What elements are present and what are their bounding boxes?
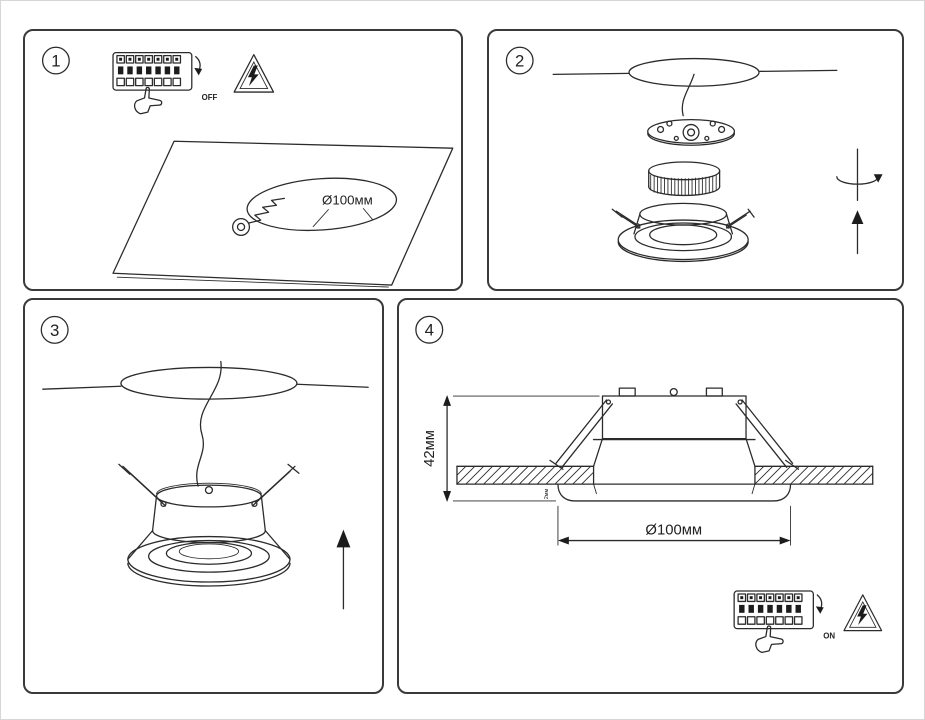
- spring-clip-right: [725, 208, 755, 229]
- supply-wire: [681, 73, 695, 117]
- circuit-breaker-off: OFF: [112, 52, 218, 115]
- toggle-arrow-icon: [194, 55, 203, 76]
- pointing-hand-icon: [133, 86, 163, 115]
- switch-state-label: ON: [823, 632, 835, 641]
- step-1-drawing: 1: [41, 46, 454, 288]
- toggle-arrow-icon: [815, 594, 824, 614]
- downlight-fixture: [118, 463, 300, 587]
- step-3-drawing: 3: [40, 315, 369, 610]
- ceiling-hole: [42, 366, 369, 400]
- cutout-hole: [246, 177, 398, 232]
- spring-clip-left: [549, 399, 614, 470]
- trim-ring: [127, 535, 291, 583]
- step-number: 2: [515, 51, 524, 70]
- trim-ring-assembly: [611, 202, 755, 263]
- breaker-terminals-bottom: [737, 616, 803, 625]
- breaker-terminals-bottom: [116, 77, 182, 87]
- electric-hazard-icon: [843, 594, 883, 632]
- rotate-arrow-icon: [836, 148, 883, 202]
- ceiling-tile: Ø100мм: [112, 140, 454, 288]
- step-number-badge: 4: [415, 315, 444, 344]
- hole-diameter-label: Ø100мм: [322, 192, 373, 207]
- spring-clip-right: [735, 399, 800, 470]
- step-number: 3: [50, 321, 59, 340]
- step-4-panel: 4: [397, 298, 904, 694]
- step-1-panel: 1: [23, 29, 463, 291]
- supply-wire: [196, 360, 222, 487]
- ceiling-hole: [552, 57, 838, 87]
- step-2-drawing: 2: [505, 46, 883, 263]
- circuit-breaker-on: ON: [733, 590, 835, 654]
- fixture-cross-section: [456, 387, 874, 502]
- switch-state-label: OFF: [202, 93, 218, 102]
- knurled-ring: [648, 161, 721, 197]
- step-number-badge: 1: [41, 46, 70, 75]
- ceiling-section-right: [754, 465, 874, 485]
- electric-hazard-icon: [233, 53, 275, 93]
- up-arrow-icon: [851, 210, 864, 255]
- driver-housing: [601, 395, 747, 440]
- step-number: 4: [425, 321, 434, 340]
- diameter-dimension: Ø100мм: [557, 505, 792, 546]
- breaker-terminals-top: [737, 593, 803, 603]
- breaker-terminals-top: [116, 54, 182, 64]
- step-number-badge: 3: [40, 315, 69, 344]
- height-dimension: 42мм: [422, 395, 600, 502]
- breaker-switch-row: [117, 66, 180, 75]
- trim-ring: [557, 483, 792, 502]
- pointing-hand-icon: [755, 625, 784, 654]
- step-2-panel: 2: [487, 29, 904, 291]
- ceiling-section-left: [456, 465, 595, 485]
- diameter-dimension-label: Ø100мм: [645, 523, 702, 539]
- step-number-badge: 2: [505, 46, 534, 75]
- spring-clip-right: [251, 463, 300, 508]
- trim-thickness-label: 2мм: [544, 489, 550, 500]
- key-cutting-tool: [232, 197, 285, 236]
- mounting-plate: [647, 118, 736, 146]
- spring-clip-left: [611, 208, 641, 229]
- height-dimension-label: 42мм: [422, 430, 438, 467]
- breaker-switch-row: [739, 604, 801, 613]
- step-3-panel: 3: [23, 298, 384, 694]
- up-arrow-icon: [336, 529, 351, 610]
- step-4-drawing: 4: [415, 315, 883, 654]
- step-number: 1: [51, 51, 60, 70]
- spring-clip-left: [118, 463, 167, 508]
